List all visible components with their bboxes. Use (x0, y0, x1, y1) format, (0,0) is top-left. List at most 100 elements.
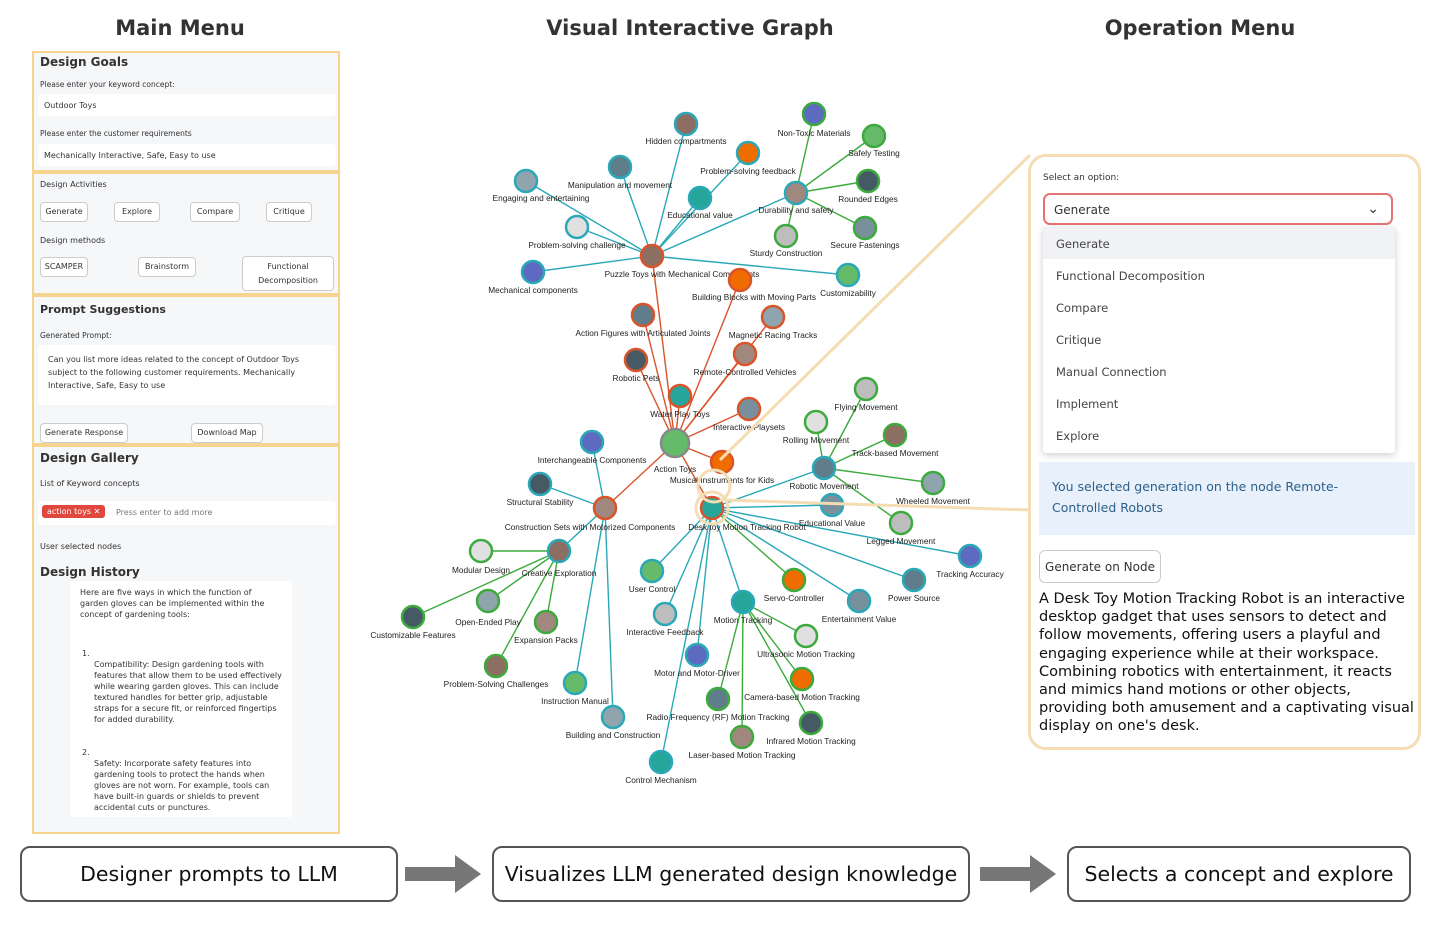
node-circle[interactable] (546, 538, 572, 564)
graph-node-robpets[interactable]: Robotic Pets (612, 347, 660, 383)
node-circle[interactable] (579, 429, 605, 455)
node-circle[interactable] (727, 267, 753, 293)
chevron-down-icon[interactable]: ⌄ (1367, 201, 1379, 217)
graph-node-trackacc[interactable]: Tracking Accuracy (936, 543, 1005, 579)
graph-node-laser[interactable]: Laser-based Motion Tracking (689, 724, 796, 760)
option-functional-decomposition[interactable]: Functional Decomposition (1056, 269, 1205, 283)
generate-response-button[interactable]: Generate Response (40, 423, 128, 443)
node-circle[interactable] (652, 601, 678, 627)
node-circle[interactable] (835, 262, 861, 288)
graph-node-robmove[interactable]: Robotic Movement (789, 455, 859, 491)
node-circle[interactable] (732, 341, 758, 367)
graph-node-actiontoys[interactable]: Action Toys (654, 427, 696, 474)
close-icon[interactable]: ✕ (93, 507, 101, 516)
graph-node-instr[interactable]: Instruction Manual (541, 670, 609, 706)
node-circle[interactable] (729, 724, 755, 750)
node-circle[interactable] (846, 588, 872, 614)
graph-node-interplay[interactable]: Interactive Playsets (713, 396, 785, 432)
node-circle[interactable] (735, 140, 761, 166)
node-circle[interactable] (527, 471, 553, 497)
graph-node-power[interactable]: Power Source (888, 567, 940, 603)
graph-node-creative[interactable]: Creative Exploration (522, 538, 597, 578)
scamper-button[interactable]: SCAMPER (40, 257, 88, 277)
graph-node-safety[interactable]: Safely Testing (848, 123, 900, 158)
graph-node-custom[interactable]: Customizability (820, 262, 877, 298)
tag-action-toys[interactable]: action toys ✕ (42, 505, 106, 518)
node-circle[interactable] (882, 422, 908, 448)
node-circle[interactable] (623, 347, 649, 373)
requirements-input[interactable]: Mechanically Interactive, Safe, Easy to … (38, 144, 336, 166)
graph-node-custfeat[interactable]: Customizable Features (370, 604, 456, 640)
node-circle[interactable] (673, 111, 699, 137)
graph-node-modular[interactable]: Modular Design (452, 538, 510, 575)
option-implement[interactable]: Implement (1056, 397, 1119, 411)
graph-node-legged[interactable]: Legged Movement (867, 510, 936, 546)
keyword-tags-input[interactable]: action toys ✕ Press enter to add more (38, 501, 336, 525)
option-critique[interactable]: Critique (1056, 333, 1102, 347)
graph-node-engaging[interactable]: Engaging and entertaining (493, 168, 590, 203)
node-circle[interactable] (659, 427, 691, 459)
graph-node-actionfig[interactable]: Action Figures with Articulated Joints (575, 302, 711, 338)
node-circle[interactable] (630, 302, 656, 328)
graph-node-durab[interactable]: Durability and safety (758, 180, 834, 215)
node-circle[interactable] (783, 180, 809, 206)
node-circle[interactable] (811, 455, 837, 481)
node-circle[interactable] (789, 666, 815, 692)
graph-node-track[interactable]: Track-based Movement (852, 422, 940, 458)
graph-node-rolling[interactable]: Rolling Movement (783, 409, 850, 445)
functional-decomposition-button[interactable]: Functional Decomposition (242, 256, 334, 291)
graph-node-userctl[interactable]: User Control (629, 558, 676, 594)
graph-node-magnetic[interactable]: Magnetic Racing Tracks (729, 304, 818, 340)
node-circle[interactable] (855, 168, 881, 194)
graph-node-structural[interactable]: Structural Stability (507, 471, 575, 507)
option-explore[interactable]: Explore (1056, 429, 1100, 443)
graph-node-manip[interactable]: Manipulation and movement (568, 154, 673, 190)
graph-node-probsolv[interactable]: Problem-Solving Challenges (444, 653, 549, 689)
node-circle[interactable] (600, 704, 626, 730)
node-circle[interactable] (781, 567, 807, 593)
keyword-input[interactable]: Outdoor Toys (38, 94, 336, 116)
node-circle[interactable] (684, 642, 710, 668)
node-circle[interactable] (803, 409, 829, 435)
graph-node-secure[interactable]: Secure Fastenings (830, 215, 900, 250)
graph-node-buildcon[interactable]: Building and Construction (566, 704, 661, 740)
graph-node-probchal[interactable]: Problem-solving challenge (528, 214, 626, 250)
node-circle[interactable] (592, 495, 618, 521)
graph-node-ultrasonic[interactable]: Ultrasonic Motion Tracking (757, 623, 855, 659)
node-circle[interactable] (920, 470, 946, 496)
graph-node-rounded[interactable]: Rounded Edges (838, 168, 898, 204)
option-compare[interactable]: Compare (1056, 301, 1109, 315)
graph-node-rcveh[interactable]: Remote-Controlled Vehicles (694, 341, 797, 377)
graph-node-motor[interactable]: Motor and Motor-Driver (654, 642, 740, 678)
graph-node-camera[interactable]: Camera-based Motion Tracking (744, 666, 860, 702)
graph-node-rf[interactable]: Radio Frequency (RF) Motion Tracking (647, 686, 790, 722)
node-circle[interactable] (773, 223, 799, 249)
graph-node-nontoxic[interactable]: Non-Toxic Materials (778, 101, 851, 138)
generate-button[interactable]: Generate (40, 202, 88, 222)
node-circle[interactable] (861, 123, 887, 149)
node-circle[interactable] (513, 168, 539, 194)
node-circle[interactable] (475, 588, 501, 614)
node-circle[interactable] (736, 396, 762, 422)
node-circle[interactable] (760, 304, 786, 330)
node-circle[interactable] (533, 609, 559, 635)
node-circle[interactable] (957, 543, 983, 569)
graph-node-wheeled[interactable]: Wheeled Movement (896, 470, 971, 506)
graph-node-ctrlmech[interactable]: Control Mechanism (625, 749, 697, 785)
graph-node-interfb[interactable]: Interactive Feedback (626, 601, 704, 637)
graph-node-mechcomp[interactable]: Mechanical components (488, 259, 578, 295)
node-circle[interactable] (901, 567, 927, 593)
node-circle[interactable] (639, 558, 665, 584)
graph-node-interchg[interactable]: Interchangeable Components (538, 429, 647, 465)
brainstorm-button[interactable]: Brainstorm (138, 257, 196, 277)
graph-node-expansion[interactable]: Expansion Packs (514, 609, 578, 645)
explore-button[interactable]: Explore (114, 202, 160, 222)
node-circle[interactable] (730, 589, 756, 615)
node-circle[interactable] (705, 686, 731, 712)
graph-node-motiontr[interactable]: Motion Tracking (714, 589, 773, 625)
option-generate[interactable]: Generate (1043, 227, 1395, 259)
compare-button[interactable]: Compare (190, 202, 240, 222)
node-circle[interactable] (853, 376, 879, 402)
graph-node-servo[interactable]: Servo-Controller (764, 567, 825, 603)
node-circle[interactable] (520, 259, 546, 285)
